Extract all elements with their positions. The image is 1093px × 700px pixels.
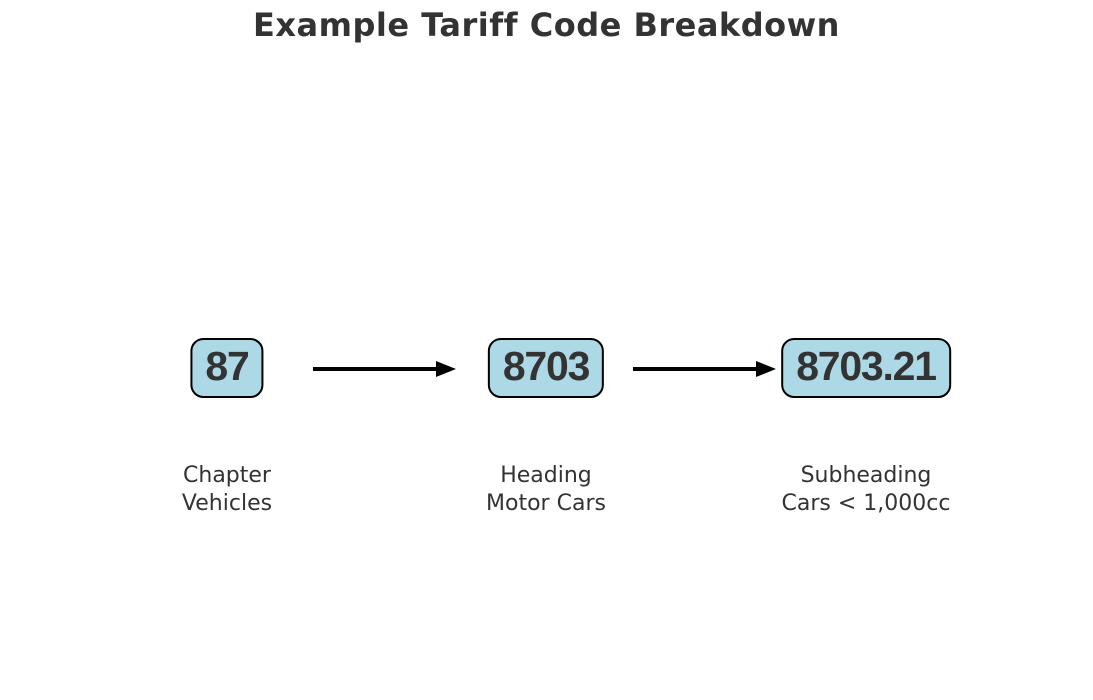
code-box-chapter: 87 xyxy=(190,338,264,398)
subheading-level: Subheading xyxy=(800,463,932,488)
label-chapter: Chapter Vehicles xyxy=(47,462,407,517)
heading-description: Motor Cars xyxy=(486,490,606,516)
heading-code: 8703 xyxy=(502,343,591,389)
arrow-heading-to-subheading xyxy=(633,366,756,371)
arrow-chapter-to-heading xyxy=(313,366,436,371)
subheading-code: 8703.21 xyxy=(796,343,937,389)
chapter-level: Chapter xyxy=(183,463,271,488)
subheading-description: Cars < 1,000cc xyxy=(781,490,951,516)
arrow-chapter-to-heading-head xyxy=(436,360,456,377)
label-subheading: Subheading Cars < 1,000cc xyxy=(686,462,1046,517)
heading-level: Heading xyxy=(500,463,592,488)
arrow-heading-to-subheading-head xyxy=(756,360,776,377)
chapter-code: 87 xyxy=(205,343,249,389)
code-box-heading: 8703 xyxy=(487,338,605,398)
chapter-description: Vehicles xyxy=(181,490,273,516)
code-box-subheading: 8703.21 xyxy=(781,338,951,398)
label-heading: Heading Motor Cars xyxy=(366,462,726,517)
diagram-title: Example Tariff Code Breakdown xyxy=(253,6,840,44)
